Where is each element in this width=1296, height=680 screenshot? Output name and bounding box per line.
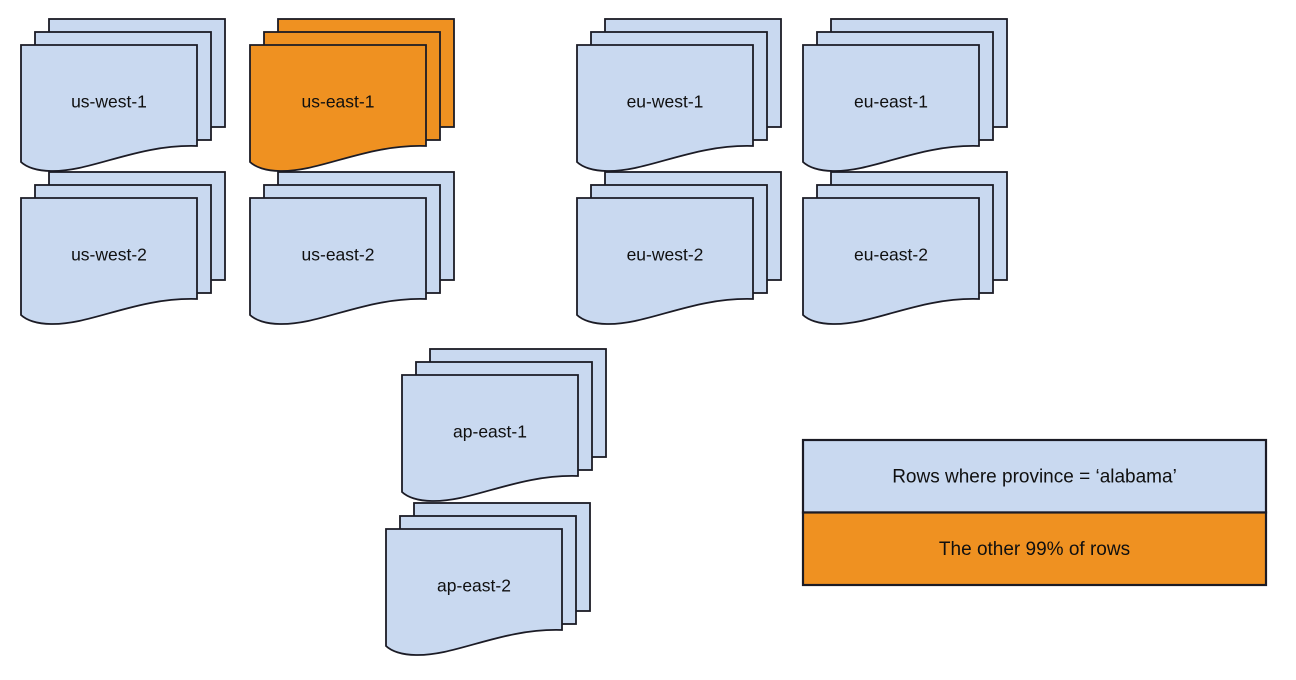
document-stack-ap-east-2[interactable]: ap-east-2 (385, 502, 591, 656)
stack-front-sheet (249, 44, 427, 172)
document-stack-us-east-2[interactable]: us-east-2 (249, 171, 455, 325)
stack-label-us-east-1: us-east-1 (302, 92, 375, 112)
legend-row-legend-blue: Rows where province = ‘alabama’ (801, 438, 1268, 514)
stack-label-eu-east-2: eu-east-2 (854, 245, 928, 265)
document-stack-us-west-2[interactable]: us-west-2 (20, 171, 226, 325)
legend-label-legend-blue: Rows where province = ‘alabama’ (892, 466, 1177, 487)
stack-label-eu-west-2: eu-west-2 (627, 245, 704, 265)
stack-label-us-east-2: us-east-2 (302, 245, 375, 265)
document-stack-eu-west-1[interactable]: eu-west-1 (576, 18, 782, 172)
stack-front-sheet (576, 197, 754, 325)
legend-row-legend-orange: The other 99% of rows (801, 511, 1268, 587)
stack-label-us-west-2: us-west-2 (71, 245, 147, 265)
document-stack-us-west-1[interactable]: us-west-1 (20, 18, 226, 172)
stack-front-sheet (802, 44, 980, 172)
stack-label-eu-west-1: eu-west-1 (627, 92, 704, 112)
document-stacks-group: us-west-1 us-east-1 eu-west-1 eu-east-1 us-w… (20, 18, 1008, 656)
document-stack-eu-west-2[interactable]: eu-west-2 (576, 171, 782, 325)
stack-label-us-west-1: us-west-1 (71, 92, 147, 112)
legend-label-legend-orange: The other 99% of rows (939, 539, 1130, 560)
stack-front-sheet (802, 197, 980, 325)
stack-front-sheet (20, 44, 198, 172)
stack-label-eu-east-1: eu-east-1 (854, 92, 928, 112)
document-stack-eu-east-1[interactable]: eu-east-1 (802, 18, 1008, 172)
stack-front-sheet (249, 197, 427, 325)
legend-swatch-orange (801, 511, 1268, 587)
stack-front-sheet (20, 197, 198, 325)
stack-label-ap-east-2: ap-east-2 (437, 576, 511, 596)
stack-front-sheet (576, 44, 754, 172)
stack-front-sheet (385, 528, 563, 656)
legend-swatch-blue (801, 438, 1268, 514)
document-stack-us-east-1[interactable]: us-east-1 (249, 18, 455, 172)
document-stack-ap-east-1[interactable]: ap-east-1 (401, 348, 607, 502)
document-stack-eu-east-2[interactable]: eu-east-2 (802, 171, 1008, 325)
stack-label-ap-east-1: ap-east-1 (453, 422, 527, 442)
stack-front-sheet (401, 374, 579, 502)
legend-group: Rows where province = ‘alabama’ The other… (801, 438, 1268, 587)
